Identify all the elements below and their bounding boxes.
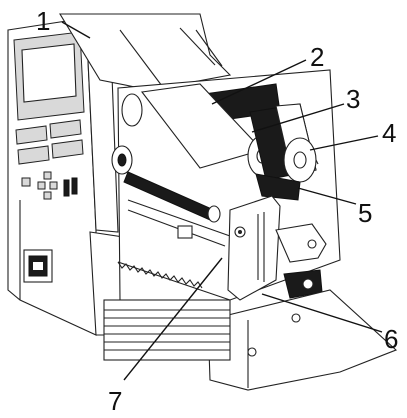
keypad-icon <box>21 171 78 200</box>
left-roll-cores <box>111 93 143 175</box>
locking-lever <box>275 223 327 299</box>
callout-1: 1 <box>36 6 50 36</box>
callout-leader-lines <box>61 21 383 381</box>
callout-7: 7 <box>108 386 122 416</box>
front-ribs <box>103 299 231 361</box>
callout-4: 4 <box>382 118 396 148</box>
callout-6: 6 <box>384 324 398 354</box>
printer-cover <box>59 13 232 91</box>
callout-3: 3 <box>346 84 360 114</box>
ribbon-web <box>255 173 301 201</box>
lower-housing <box>207 289 398 391</box>
display-screen <box>21 43 77 103</box>
printhead-frame <box>227 195 281 301</box>
leader-2 <box>211 59 307 105</box>
leader-1 <box>61 21 91 39</box>
leader-3 <box>251 103 345 133</box>
leader-5 <box>297 187 357 205</box>
callout-2: 2 <box>310 42 324 72</box>
control-panel <box>13 31 85 200</box>
leader-4 <box>309 135 379 151</box>
power-switch <box>23 249 53 283</box>
tear-bar <box>117 261 231 301</box>
callout-5: 5 <box>358 198 372 228</box>
print-roller <box>123 171 221 223</box>
leader-7 <box>123 257 223 381</box>
leader-6 <box>261 293 383 333</box>
